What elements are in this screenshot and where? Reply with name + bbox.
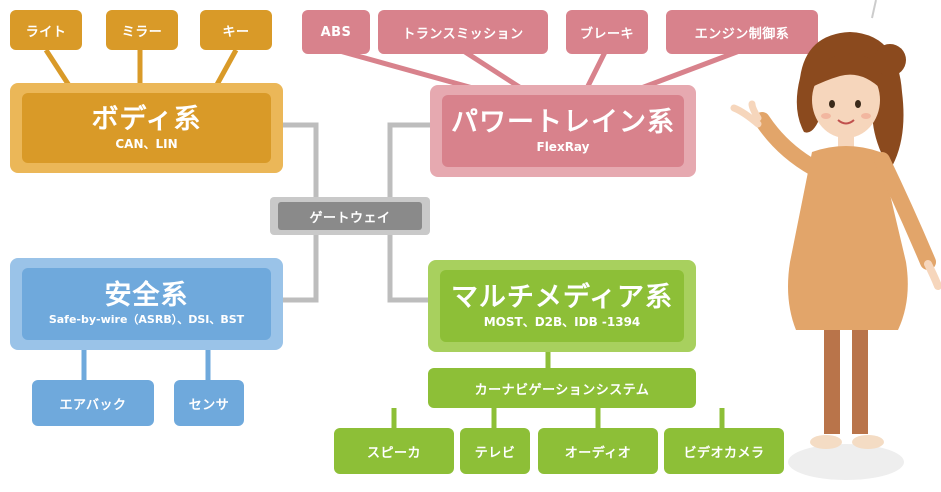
woman-presenter-illustration (730, 0, 941, 480)
body-group-panel: ボディ系 CAN、LIN (22, 93, 271, 163)
safety-item-sensor: センサ (174, 380, 244, 426)
powertrain-group-panel: パワートレイン系 FlexRay (442, 95, 684, 167)
multimedia-hub-navigation: カーナビゲーションシステム (428, 368, 696, 408)
powertrain-group-protocols: FlexRay (536, 140, 590, 154)
multimedia-item-tv: テレビ (460, 428, 530, 474)
gateway-label: ゲートウェイ (278, 202, 422, 230)
body-group-title: ボディ系 (91, 104, 202, 135)
multimedia-group-protocols: MOST、D2B、IDB -1394 (483, 315, 641, 329)
multimedia-group-panel: マルチメディア系 MOST、D2B、IDB -1394 (440, 270, 684, 342)
powertrain-item-engine-control: エンジン制御系 (666, 10, 818, 54)
body-group-protocols: CAN、LIN (115, 137, 178, 151)
body-item-light: ライト (10, 10, 82, 50)
body-group: ボディ系 CAN、LIN (10, 83, 283, 173)
multimedia-group: マルチメディア系 MOST、D2B、IDB -1394 (428, 260, 696, 352)
safety-item-airbag: エアバック (32, 380, 154, 426)
body-item-key: キー (200, 10, 272, 50)
multimedia-item-videocamera: ビデオカメラ (664, 428, 784, 474)
safety-group-title: 安全系 (104, 280, 189, 311)
powertrain-item-transmission: トランスミッション (378, 10, 548, 54)
powertrain-group-title: パワートレイン系 (451, 107, 675, 138)
safety-group: 安全系 Safe-by-wire（ASRB）、DSI、BST (10, 258, 283, 350)
multimedia-item-speaker: スピーカ (334, 428, 454, 474)
gateway-box: ゲートウェイ (270, 197, 430, 235)
safety-group-protocols: Safe-by-wire（ASRB）、DSI、BST (48, 313, 245, 326)
powertrain-item-abs: ABS (302, 10, 370, 54)
safety-group-panel: 安全系 Safe-by-wire（ASRB）、DSI、BST (22, 268, 271, 340)
body-item-mirror: ミラー (106, 10, 178, 50)
multimedia-group-title: マルチメディア系 (450, 282, 674, 313)
powertrain-group: パワートレイン系 FlexRay (430, 85, 696, 177)
powertrain-item-brake: ブレーキ (566, 10, 648, 54)
multimedia-item-audio: オーディオ (538, 428, 658, 474)
